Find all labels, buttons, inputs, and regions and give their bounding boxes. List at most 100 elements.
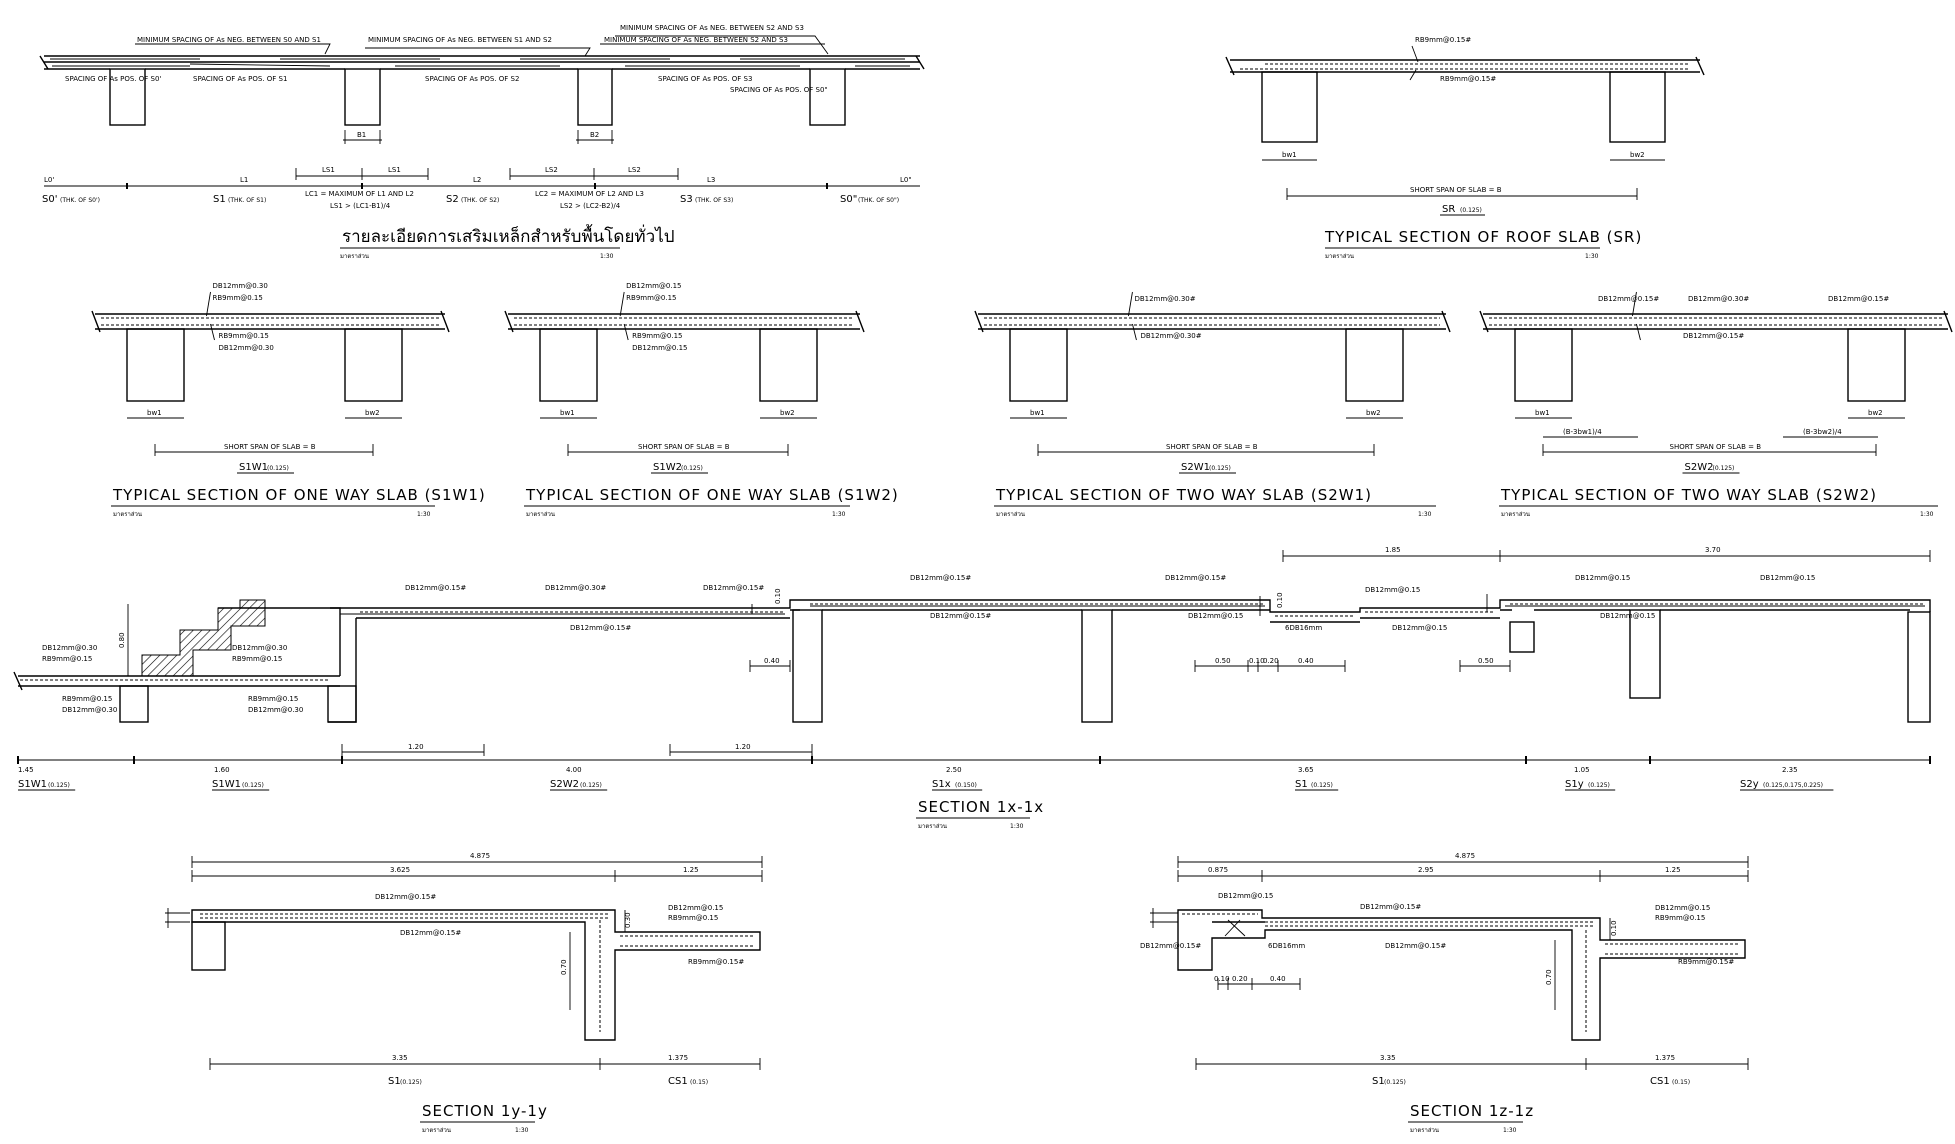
section-4-bw1: bw1 xyxy=(1535,409,1550,417)
s1y-top-b: 1.25 xyxy=(683,866,699,874)
typical-section-4: DB12mm@0.15#DB12mm@0.30#DB12mm@0.15#DB12… xyxy=(1479,291,1953,518)
section-4-code-sub: (0.125) xyxy=(1713,465,1735,472)
s1x-small-040a: 0.40 xyxy=(764,657,780,665)
s1x-scale: 1:30 xyxy=(1010,823,1024,830)
section-3-span: SHORT SPAN OF SLAB = B xyxy=(1166,443,1258,451)
s1x-rebar-l2: RB9mm@0.15 xyxy=(42,655,92,663)
s1z-rebar-r8: RB9mm@0.15# xyxy=(1678,958,1734,966)
roof-rebar-bot: RB9mm@0.15# xyxy=(1440,75,1496,83)
s1x-bottom-dim-7: 2.35 xyxy=(1782,766,1798,774)
dim-b1: B1 xyxy=(357,131,366,139)
label-s0b: S0" xyxy=(840,194,857,205)
dim-ls1-a: LS1 xyxy=(322,166,335,174)
section-1-bw1: bw1 xyxy=(147,409,162,417)
formula-ls2: LS2 > (LC2-B2)/4 xyxy=(560,202,621,210)
detail-scale-label: มาตราส่วน xyxy=(340,253,369,260)
s1x-rebar-d2: DB12mm@0.15 xyxy=(1575,574,1630,582)
section-2-rebar-2: RB9mm@0.15 xyxy=(626,294,676,302)
roof-bw2: bw2 xyxy=(1630,151,1645,159)
section-3-code-sub: (0.125) xyxy=(1209,465,1231,472)
section-1-scale: 1:30 xyxy=(417,511,431,518)
s1y-rebar-r2: DB12mm@0.15# xyxy=(400,929,461,937)
s1z-title: SECTION 1z-1z xyxy=(1410,1102,1534,1120)
section-3-scale-label: มาตราส่วน xyxy=(996,511,1025,518)
s1z-small-b: 0.20 xyxy=(1232,975,1248,983)
s1x-small-010b: 0.10 xyxy=(1276,592,1284,608)
section-1-code: S1W1 xyxy=(239,462,268,473)
s1z-rebar-r4: 6DB16mm xyxy=(1268,942,1305,950)
s1x-bottom-dim-5: 3.65 xyxy=(1298,766,1314,774)
s1y-code-a-sub: (0.125) xyxy=(400,1079,422,1086)
formula-lc1: LC1 = MAXIMUM OF L1 AND L2 xyxy=(305,190,414,198)
s1x-rebar-b1: DB12mm@0.15# xyxy=(910,574,971,582)
s1x-bottom-dim-4: 2.50 xyxy=(946,766,962,774)
s1x-small-040b: 0.40 xyxy=(1298,657,1314,665)
s1z-scale: 1:30 xyxy=(1503,1127,1517,1134)
s1z-code-b: CS1 xyxy=(1650,1076,1670,1087)
formula-ls1: LS1 > (LC1-B1)/4 xyxy=(330,202,391,210)
s1x-scale-label: มาตราส่วน xyxy=(918,823,947,830)
roof-slab-section: RB9mm@0.15# RB9mm@0.15# bw1 bw2 SHORT SP… xyxy=(1225,36,1705,260)
section-2-bw1: bw1 xyxy=(560,409,575,417)
s1y-bot-b: 1.375 xyxy=(668,1054,688,1062)
s1x-code-sub-3: (0.125) xyxy=(580,782,602,789)
dim-l1: L1 xyxy=(240,176,248,184)
s1z-scale-label: มาตราส่วน xyxy=(1410,1127,1439,1134)
formula-lc2: LC2 = MAXIMUM OF L2 AND L3 xyxy=(535,190,644,198)
s1z-rebar-r2: DB12mm@0.15# xyxy=(1360,903,1421,911)
s1x-small-050b: 0.50 xyxy=(1478,657,1494,665)
note-min-spacing-s2-s3-a: MINIMUM SPACING OF As NEG. BETWEEN S2 AN… xyxy=(620,24,804,32)
dim-b2: B2 xyxy=(590,131,599,139)
roof-code-sub: (0.125) xyxy=(1460,207,1482,214)
s1z-rebar-r7: RB9mm@0.15 xyxy=(1655,914,1705,922)
dim-ls2-b: LS2 xyxy=(628,166,641,174)
section-1-rebar-4: DB12mm@0.30 xyxy=(219,344,274,352)
s1x-dim-370: 3.70 xyxy=(1705,546,1721,554)
s1x-code-2: S1W1 xyxy=(212,779,241,790)
s1y-rebar-r3: DB12mm@0.15 xyxy=(668,904,723,912)
s1x-code-sub-1: (0.125) xyxy=(48,782,70,789)
section-1-rebar-3: RB9mm@0.15 xyxy=(219,332,269,340)
s1y-rebar-r5: RB9mm@0.15# xyxy=(688,958,744,966)
s1z-rebar-r5: DB12mm@0.15# xyxy=(1385,942,1446,950)
s1y-code-b: CS1 xyxy=(668,1076,688,1087)
s1x-rebar-l3: RB9mm@0.15 xyxy=(62,695,112,703)
section-4-rebar-2: DB12mm@0.30# xyxy=(1688,295,1749,303)
s1x-code-3: S2W2 xyxy=(550,779,579,790)
section-4-bw2: bw2 xyxy=(1868,409,1883,417)
s1y-top-a: 3.625 xyxy=(390,866,410,874)
s1x-rebar-l4: DB12mm@0.30 xyxy=(62,706,117,714)
section-2-code-sub: (0.125) xyxy=(681,465,703,472)
dim-l3: L3 xyxy=(707,176,715,184)
s1y-top-total: 4.875 xyxy=(470,852,490,860)
s1x-code-7: S2y xyxy=(1740,779,1759,790)
section-1-rebar-1: DB12mm@0.30 xyxy=(213,282,268,290)
section-2-scale: 1:30 xyxy=(832,511,846,518)
s1x-code-6: S1y xyxy=(1565,779,1584,790)
s1x-code-4: S1x xyxy=(932,779,951,790)
roof-title: TYPICAL SECTION OF ROOF SLAB (SR) xyxy=(1324,228,1642,246)
s1z-v070: 0.70 xyxy=(1545,969,1553,985)
s1x-inner-120a: 1.20 xyxy=(408,743,424,751)
section-2-title: TYPICAL SECTION OF ONE WAY SLAB (S1W2) xyxy=(525,486,899,504)
s1x-bottom-dim-3: 4.00 xyxy=(566,766,582,774)
s1x-height-080: 0.80 xyxy=(118,632,126,648)
note-pos-s2: SPACING OF As POS. OF S2 xyxy=(425,75,519,83)
s1x-rebar-m3: RB9mm@0.15 xyxy=(248,695,298,703)
section-4-code: S2W2 xyxy=(1685,462,1714,473)
s1x-code-sub-2: (0.125) xyxy=(242,782,264,789)
s1y-rebar-r4: RB9mm@0.15 xyxy=(668,914,718,922)
s1x-code-5: S1 xyxy=(1295,779,1308,790)
s1x-code-sub-5: (0.125) xyxy=(1311,782,1333,789)
section-1-rebar-2: RB9mm@0.15 xyxy=(213,294,263,302)
label-s0a: S0' xyxy=(42,194,57,205)
section-3-code: S2W1 xyxy=(1181,462,1210,473)
s1x-rebar-b3: DB12mm@0.15# xyxy=(1165,574,1226,582)
section-1x: 0.80 1.85 3.70 DB12mm@0.30 RB9mm@0.15 RB… xyxy=(13,546,1931,830)
detail-thai-title: รายละเอียดการเสริมเหล็กสำหรับพื้นโดยทั่ว… xyxy=(342,224,675,247)
roof-scale-label: มาตราส่วน xyxy=(1325,253,1354,260)
s1x-small-050a: 0.50 xyxy=(1215,657,1231,665)
note-min-spacing-s0-s1: MINIMUM SPACING OF As NEG. BETWEEN S0 AN… xyxy=(137,36,321,44)
